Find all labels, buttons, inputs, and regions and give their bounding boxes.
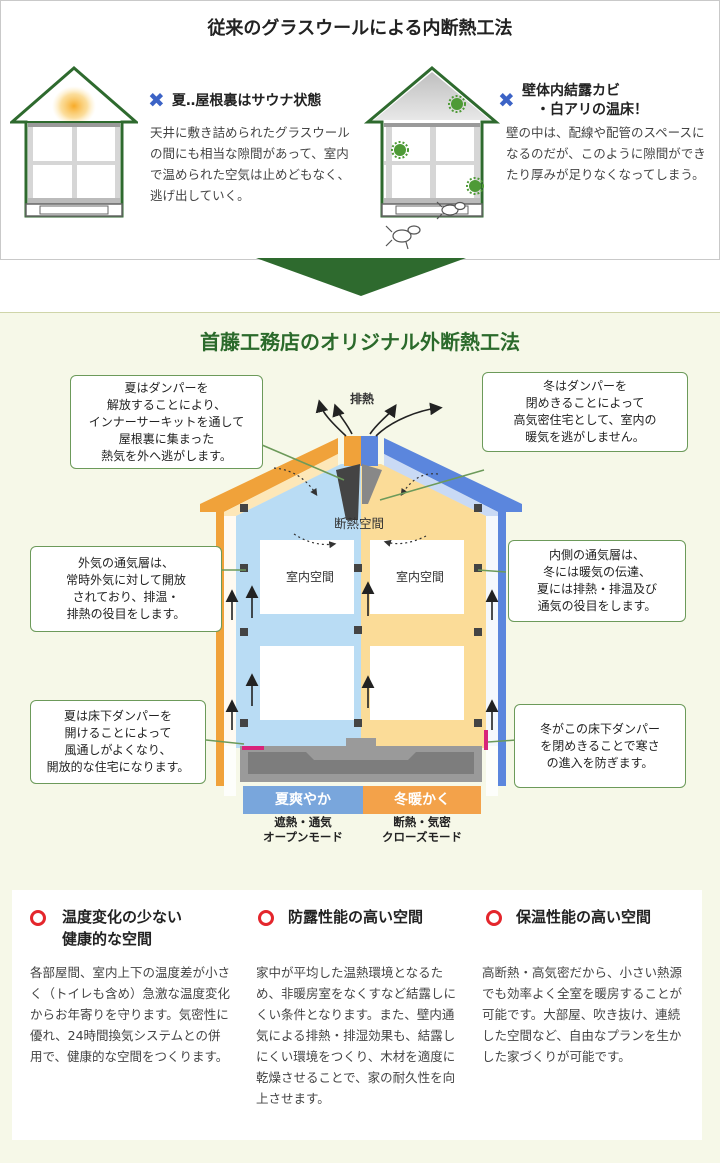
feature-1-text: 各部屋間、室内上下の温度差が小さく（トイレも含め）急激な温度変化からお年寄りを守…: [30, 965, 231, 1064]
features-panel: [12, 890, 702, 1140]
callout-outer-air-layer: 外気の通気層は、 常時外気に対して開放 されており、排温・ 排熱の役目をします。: [30, 546, 222, 632]
traditional-item2-heading-line1: 壁体内結露カビ: [522, 83, 620, 99]
callout-summer-damper: 夏はダンパーを 解放することにより、 インナーサーキットを通して 屋根裏に集まっ…: [70, 375, 263, 469]
cross-icon: ✖: [498, 88, 515, 112]
circle-icon: [30, 910, 46, 926]
callout-winter-floor-damper: 冬がこの床下ダンパー を閉めきることで寒さ の進入を防ぎます。: [514, 704, 686, 788]
traditional-item1-heading: 夏‥屋根裏はサウナ状態: [172, 93, 322, 109]
exhaust-label: 排熱: [350, 392, 375, 406]
feature-1-title: 温度変化の少ない 健康的な空間: [62, 908, 183, 948]
feature-2-title: 防露性能の高い空間: [288, 908, 424, 926]
callout-connectors: [205, 444, 517, 745]
callout-winter-damper: 冬はダンパーを 閉めきることによって 高気密住宅として、室内の 暖気を逃がしませ…: [482, 372, 688, 452]
insulation-space-label: 断熱空間: [334, 516, 385, 531]
feature-2-text: 家中が平均した温熱環境となるため、非暖房室をなくすなど結露しにくい条件となります…: [256, 965, 457, 1106]
callout-summer-floor-damper: 夏は床下ダンパーを 開けることによって 風通しがよくなり、 開放的な住宅になりま…: [30, 700, 206, 784]
down-arrow-icon: [256, 258, 466, 296]
traditional-item1-text: 天井に敷き詰められたグラスウールの間にも相当な隙間があって、室内で温められた空気…: [150, 125, 351, 203]
mode-winter-subtitle: 断熱・気密 クローズモード: [382, 815, 462, 844]
mode-summer-subtitle: 遮熱・通気 オープンモード: [263, 815, 343, 844]
traditional-item2-text: 壁の中は、配線や配管のスペースになるのだが、このように隙間ができたり厚みが足りな…: [506, 125, 706, 182]
mode-winter-badge: 冬暖かく: [363, 786, 481, 814]
termite-icon: [385, 201, 466, 250]
original-method-title: 首藤工務店のオリジナル外断熱工法: [200, 330, 520, 354]
traditional-house-wall-illustration: [363, 66, 501, 250]
traditional-house-attic-illustration: [10, 66, 138, 218]
mold-icon: [391, 95, 484, 195]
feature-3-text: 高断熱・高気密だから、小さい熱源でも効率よく全室を暖房することが可能です。大部屋…: [482, 965, 683, 1064]
cross-icon: ✖: [148, 88, 165, 112]
room-label-left: 室内空間: [285, 570, 334, 584]
mode-summer-badge: 夏爽やか: [243, 786, 363, 814]
feature-3-title: 保温性能の高い空間: [516, 908, 652, 926]
external-insulation-house-diagram: [200, 399, 522, 796]
traditional-item2-heading-line2: ・白アリの温床！: [536, 102, 648, 118]
callout-inner-air-layer: 内側の通気層は、 冬には暖気の伝達、 夏には排熱・排温及び 通気の役目をします。: [508, 540, 686, 622]
circle-icon: [258, 910, 274, 926]
room-label-right: 室内空間: [395, 570, 444, 584]
circle-icon: [486, 910, 502, 926]
traditional-method-title: 従来のグラスウールによる内断熱工法: [207, 18, 513, 39]
